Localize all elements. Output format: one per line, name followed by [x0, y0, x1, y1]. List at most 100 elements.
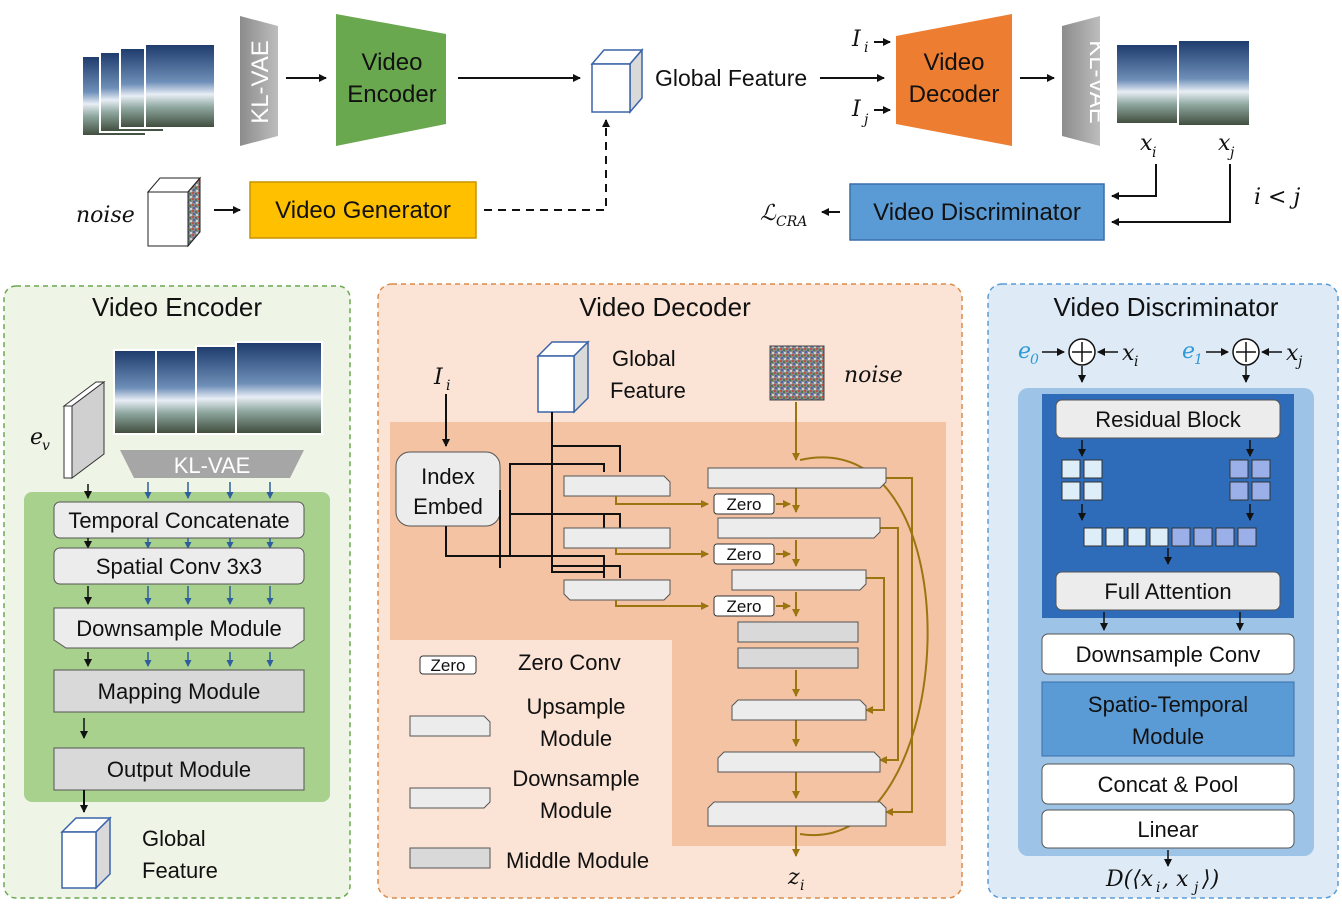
decoder-noise-square — [769, 345, 825, 401]
video-generator-block — [249, 181, 477, 239]
mapping-module-label: Mapping Module — [98, 679, 261, 704]
downsample-conv-label: Downsample Conv — [1076, 642, 1261, 667]
down-block-1 — [707, 467, 887, 489]
condition-block-3 — [563, 579, 671, 601]
decoder-input-sub: i — [446, 378, 450, 394]
up-block-1 — [731, 699, 867, 721]
kl-vae-right-label: KL-VAE — [1084, 40, 1111, 124]
disc-xi-label: x — [1122, 341, 1135, 366]
loss-sub: CRA — [776, 214, 807, 230]
middle-block-1 — [737, 621, 859, 643]
downsample-module-label: Downsample Module — [76, 616, 281, 641]
encoder-arrows-1 — [84, 482, 274, 499]
encoder-arrows-4 — [84, 652, 274, 667]
output-xi-label: x — [1140, 131, 1153, 156]
legend-zero-swatch-label: Zero — [431, 656, 466, 675]
token-grid-right — [1229, 459, 1271, 501]
decoder-global-feature-label-1: Global — [612, 346, 676, 371]
downsample-module-block — [53, 607, 305, 649]
disc-xj-sub: j — [1295, 354, 1303, 370]
discriminator-output: D(⟨x i , x j ⟩) — [1105, 867, 1219, 896]
video-discriminator-label: Video Discriminator — [873, 199, 1081, 226]
output-xj-sub: j — [1227, 145, 1235, 161]
temporal-concatenate-block — [53, 501, 305, 539]
decoder-panel-title: Video Decoder — [579, 292, 751, 322]
encoder-global-feature-cube — [60, 816, 112, 890]
output-xj-label: x — [1218, 131, 1231, 156]
input-j-label: I — [851, 97, 862, 122]
index-embed-block — [395, 451, 501, 527]
disc-output-sub-i: i — [1156, 880, 1160, 896]
concat-pool-label: Concat & Pool — [1098, 772, 1239, 797]
video-encoder-label-1: Video — [362, 49, 423, 76]
spatial-conv-label: Spatial Conv 3x3 — [96, 554, 262, 579]
up-block-2 — [717, 751, 881, 773]
ev-label: e — [30, 425, 43, 450]
plus-icon-right — [1232, 338, 1260, 366]
zero-conv-2 — [713, 543, 775, 565]
kl-vae-right-block: KL-VAE — [1062, 16, 1111, 146]
zero-conv-3-label: Zero — [727, 597, 762, 616]
output-module-label: Output Module — [107, 757, 251, 782]
legend-upsample-label-2: Module — [540, 726, 612, 751]
residual-block-label: Residual Block — [1095, 407, 1242, 432]
decoder-zero-paths — [615, 496, 791, 610]
decoder-input-label: I — [433, 365, 444, 390]
encoder-kl-vae-label: KL-VAE — [174, 453, 251, 478]
encoder-arrows-2 — [84, 538, 274, 549]
index-embed-label-2: Embed — [413, 494, 483, 519]
decoder-noise-label: noise — [844, 363, 903, 388]
downsample-conv-block — [1041, 633, 1295, 675]
video-decoder-label-2: Decoder — [909, 81, 1000, 108]
kl-vae-left-label: KL-VAE — [247, 40, 274, 124]
legend-upsample-swatch — [409, 715, 491, 737]
legend-middle-swatch — [409, 847, 491, 869]
video-generator-label: Video Generator — [275, 197, 451, 224]
condition-block-1 — [563, 475, 671, 497]
decoder-output-label: z — [787, 865, 800, 890]
zero-conv-3 — [713, 595, 775, 617]
zero-conv-1-label: Zero — [727, 495, 762, 514]
legend-middle-label: Middle Module — [506, 848, 649, 873]
output-video-frames — [1115, 39, 1251, 127]
input-video-frames — [81, 43, 216, 137]
e1-sub: 1 — [1194, 352, 1203, 368]
full-attention-block — [1055, 571, 1281, 611]
output-xi-sub: i — [1152, 145, 1156, 161]
spatio-temporal-block — [1041, 681, 1295, 757]
e0-sub: 0 — [1030, 352, 1039, 368]
encoder-arrows-3 — [84, 586, 274, 605]
spatio-temporal-label-2: Module — [1132, 724, 1204, 749]
linear-block — [1041, 809, 1295, 849]
decoder-global-feature-cube — [536, 340, 590, 414]
token-grid-left — [1061, 459, 1103, 501]
middle-block-2 — [737, 647, 859, 669]
spatio-temporal-label-1: Spatio-Temporal — [1088, 692, 1248, 717]
disc-xj-label: x — [1286, 341, 1299, 366]
input-i-sub: i — [864, 40, 868, 56]
decoder-conditioning-wires — [445, 412, 621, 578]
legend-zero-swatch — [419, 655, 477, 675]
video-decoder-label-1: Video — [924, 49, 985, 76]
zero-conv-2-label: Zero — [727, 545, 762, 564]
legend-zero-conv-label: Zero Conv — [518, 650, 621, 675]
ev-sub: v — [42, 438, 50, 454]
output-module-block — [53, 747, 305, 791]
decoder-output-sub: i — [800, 878, 804, 894]
video-encoder-label-2: Encoder — [347, 81, 436, 108]
disc-output-sub-j: j — [1191, 880, 1199, 896]
disc-output-part-3: ⟩) — [1201, 867, 1219, 892]
mapping-module-block — [53, 669, 305, 713]
condition-block-2 — [563, 527, 671, 549]
token-sequence — [1083, 527, 1257, 547]
encoder-output-label-2: Feature — [142, 858, 218, 883]
global-feature-cube-top — [590, 47, 644, 115]
e1-label: e — [1182, 339, 1195, 364]
encoder-video-frames — [113, 341, 323, 435]
disc-xi-sub: i — [1134, 354, 1138, 370]
video-decoder-block: Video Decoder — [896, 14, 1012, 146]
residual-block — [1055, 399, 1281, 439]
loss-label: ℒ — [760, 201, 777, 226]
disc-output-part-2: , x — [1162, 867, 1189, 892]
